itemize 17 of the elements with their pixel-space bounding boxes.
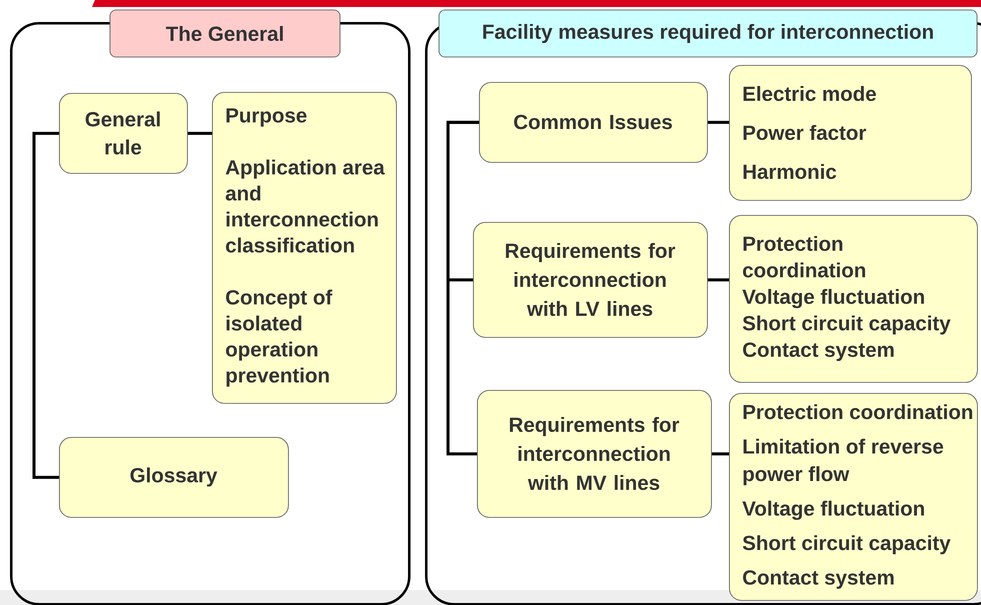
topic-box: Protection coordination Limitation of reverse power flow Voltage fluctuation Short circuit capacity Contact system <box>729 393 978 601</box>
topic-box: Requirements for interconnection with LV lines <box>473 222 708 338</box>
connector-line <box>708 278 729 282</box>
topic-box: Protection coordination Voltage fluctuation Short circuit capacity Contact system <box>729 215 978 383</box>
topic-box: Common Issues <box>479 82 708 163</box>
connector-line <box>708 120 729 124</box>
topic-box: Glossary <box>59 437 289 518</box>
topic-box: Requirements for interconnection with MV lines <box>477 390 712 518</box>
topic-box: Electric mode Power factor Harmonic <box>729 65 972 201</box>
topic-box: Purpose Application area and interconnection classification Concept of isolated operation prevention <box>212 92 397 404</box>
heading-tab: The General <box>110 10 340 58</box>
connector-line <box>712 452 729 456</box>
connector-line <box>32 132 59 479</box>
connector-line <box>188 132 212 135</box>
heading-tab: Facility measures required for interconnection <box>438 10 978 58</box>
topic-box: General rule <box>59 93 188 174</box>
connector-line <box>446 120 479 456</box>
